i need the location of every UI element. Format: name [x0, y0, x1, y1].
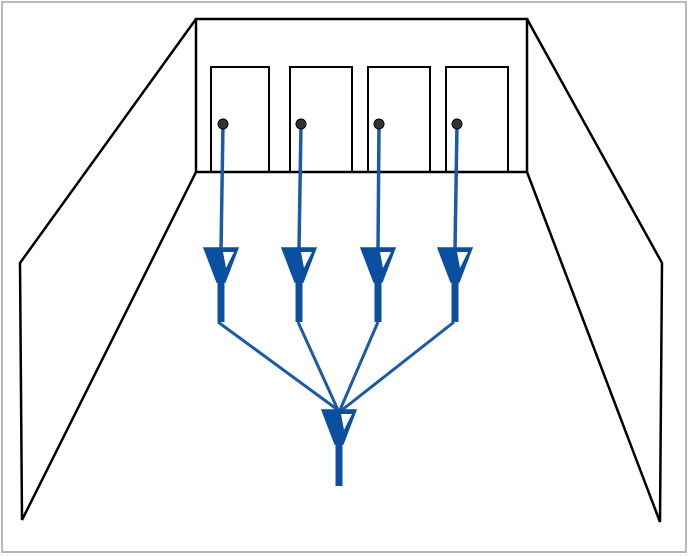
hub-wire	[217, 320, 339, 412]
device-stem	[295, 282, 303, 322]
door	[289, 66, 353, 173]
right-wall	[525, 18, 664, 523]
sensor-device-icon	[202, 247, 240, 322]
door-knob-icon	[373, 118, 385, 130]
hub-wire	[296, 321, 340, 411]
door	[445, 66, 509, 173]
hub-wire	[341, 320, 455, 412]
sensor-device-icon	[320, 409, 358, 486]
device-stem	[374, 282, 382, 322]
door-wire	[376, 123, 381, 251]
hub-wires	[217, 320, 455, 412]
device-stem	[335, 444, 343, 486]
door-wire	[453, 123, 459, 251]
device-stem	[217, 282, 225, 322]
door-knob-icon	[217, 118, 229, 130]
door-knobs	[217, 118, 463, 130]
door	[210, 66, 270, 173]
hub-wire	[338, 321, 380, 411]
sensor-device-icon	[436, 247, 474, 322]
doors	[210, 66, 509, 173]
door	[367, 66, 431, 173]
back-wall	[194, 17, 529, 174]
left-wall	[18, 18, 198, 521]
sensor-device-icon	[280, 247, 318, 322]
device-highlight	[380, 252, 391, 268]
door-wire	[219, 123, 225, 251]
device-highlight	[301, 252, 312, 268]
door-knob-icon	[451, 118, 463, 130]
devices	[202, 247, 474, 486]
door-wire	[297, 123, 303, 251]
device-highlight	[457, 252, 468, 268]
device-stem	[451, 282, 459, 322]
sensor-device-icon	[359, 247, 397, 322]
door-wires	[219, 123, 459, 251]
device-highlight	[223, 252, 234, 268]
device-highlight	[341, 414, 352, 430]
door-knob-icon	[295, 118, 307, 130]
